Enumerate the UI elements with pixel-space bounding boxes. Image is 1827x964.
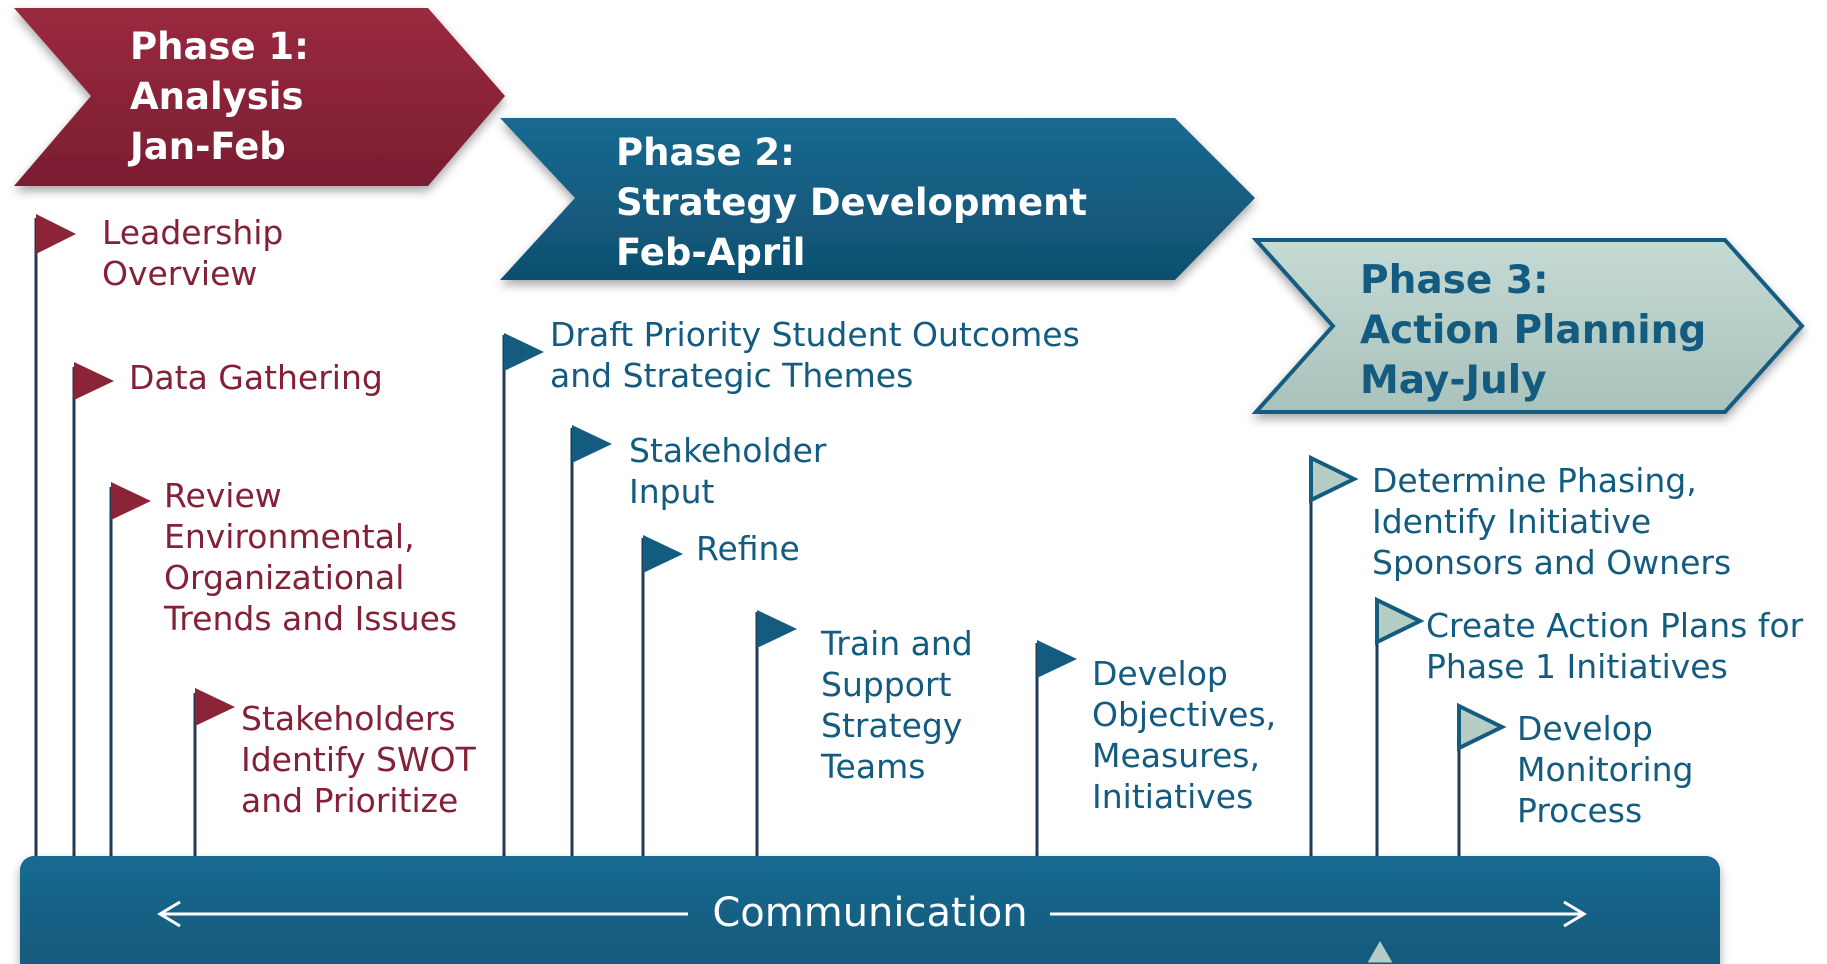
milestone-text: Stakeholders	[241, 699, 456, 738]
milestone-develop-objectives: Develop Objectives, Measures, Initiative…	[1092, 653, 1276, 817]
phase-2-title: Phase 2: Strategy Development Feb-April	[616, 128, 1087, 278]
milestone-text: Refine	[696, 529, 800, 568]
phase-1-label: Phase 1:	[130, 25, 309, 68]
milestone-text: Strategy	[821, 706, 963, 745]
milestone-stakeholder-input: Stakeholder Input	[629, 430, 826, 512]
flag-train	[757, 610, 797, 648]
phase-2-chevron	[500, 118, 1255, 280]
milestone-text: Data Gathering	[129, 358, 383, 397]
milestone-text: Sponsors and Owners	[1372, 543, 1732, 582]
phase-3-title: Phase 3: Action Planning May-July	[1360, 256, 1706, 406]
flag-action-plans	[1375, 596, 1425, 646]
milestone-text: Input	[629, 472, 715, 511]
phase-1-title: Phase 1: Analysis Jan-Feb	[130, 22, 309, 172]
milestone-text: and Prioritize	[241, 781, 459, 820]
phase-3-chevron	[1251, 238, 1805, 414]
flag-review	[111, 482, 151, 520]
milestone-text: Overview	[102, 254, 258, 293]
milestone-text: Organizational	[164, 558, 405, 597]
left-arrowhead-icon	[157, 900, 181, 928]
milestone-text: and Strategic Themes	[550, 356, 914, 395]
phase-2-dates: Feb-April	[616, 231, 806, 274]
flag-phasing	[1309, 454, 1359, 504]
milestone-text: Create Action Plans for	[1426, 606, 1804, 645]
milestone-text: Trends and Issues	[164, 599, 458, 638]
phase-2-label: Phase 2:	[616, 131, 795, 174]
milestone-stakeholders-swot: Stakeholders Identify SWOT and Prioritiz…	[241, 698, 476, 821]
milestone-text: Process	[1517, 791, 1643, 830]
right-arrowhead-icon	[1563, 900, 1587, 928]
milestone-determine-phasing: Determine Phasing, Identify Initiative S…	[1372, 460, 1731, 583]
phase-2-name: Strategy Development	[616, 181, 1088, 224]
milestone-text: Phase 1 Initiatives	[1426, 647, 1728, 686]
milestone-train-support: Train and Support Strategy Teams	[821, 623, 973, 787]
milestone-text: Stakeholder	[629, 431, 827, 470]
flag-draft	[504, 333, 544, 371]
milestone-text: Objectives,	[1092, 695, 1277, 734]
milestone-monitoring-process: Develop Monitoring Process	[1517, 708, 1693, 831]
milestone-text: Monitoring	[1517, 750, 1694, 789]
flag-poles	[34, 218, 1461, 860]
milestone-leadership-overview: Leadership Overview	[102, 212, 283, 294]
milestone-text: Determine Phasing,	[1372, 461, 1697, 500]
milestone-text: Develop	[1092, 654, 1228, 693]
phase-3-label: Phase 3:	[1360, 258, 1549, 303]
flag-data-gathering	[74, 362, 114, 400]
milestone-text: Environmental,	[164, 517, 415, 556]
flag-stakeholder-input	[572, 425, 612, 463]
milestone-data-gathering: Data Gathering	[129, 357, 383, 398]
phase-3-dates: May-July	[1360, 358, 1547, 403]
flag-develop-obj	[1037, 640, 1077, 678]
milestone-refine: Refine	[696, 528, 800, 569]
milestone-text: Identify SWOT	[241, 740, 476, 779]
milestone-text: Identify Initiative	[1372, 502, 1652, 541]
phase-3-name: Action Planning	[1360, 308, 1707, 353]
milestone-text: Leadership	[102, 213, 284, 252]
communication-label: Communication	[712, 890, 1028, 936]
flag-leadership	[36, 214, 76, 254]
milestone-text: Develop	[1517, 709, 1653, 748]
milestone-text: Review	[164, 476, 282, 515]
milestone-draft-outcomes: Draft Priority Student Outcomes and Stra…	[550, 314, 1080, 396]
milestone-text: Draft Priority Student Outcomes	[550, 315, 1080, 354]
milestone-review-trends: Review Environmental, Organizational Tre…	[164, 475, 457, 639]
milestone-text: Train and	[821, 624, 973, 663]
bottom-marker-icon	[1363, 934, 1397, 964]
communication-bar	[20, 856, 1720, 964]
phase-1-name: Analysis	[130, 75, 304, 118]
phase-1-chevron	[14, 8, 505, 186]
flag-swot	[195, 688, 235, 726]
milestone-action-plans: Create Action Plans for Phase 1 Initiati…	[1426, 605, 1803, 687]
milestone-text: Support	[821, 665, 952, 704]
milestone-text: Teams	[821, 747, 926, 786]
phase-1-dates: Jan-Feb	[130, 125, 286, 168]
milestone-text: Measures,	[1092, 736, 1260, 775]
flag-monitoring	[1457, 702, 1507, 752]
milestone-text: Initiatives	[1092, 777, 1254, 816]
flag-refine	[643, 535, 683, 573]
